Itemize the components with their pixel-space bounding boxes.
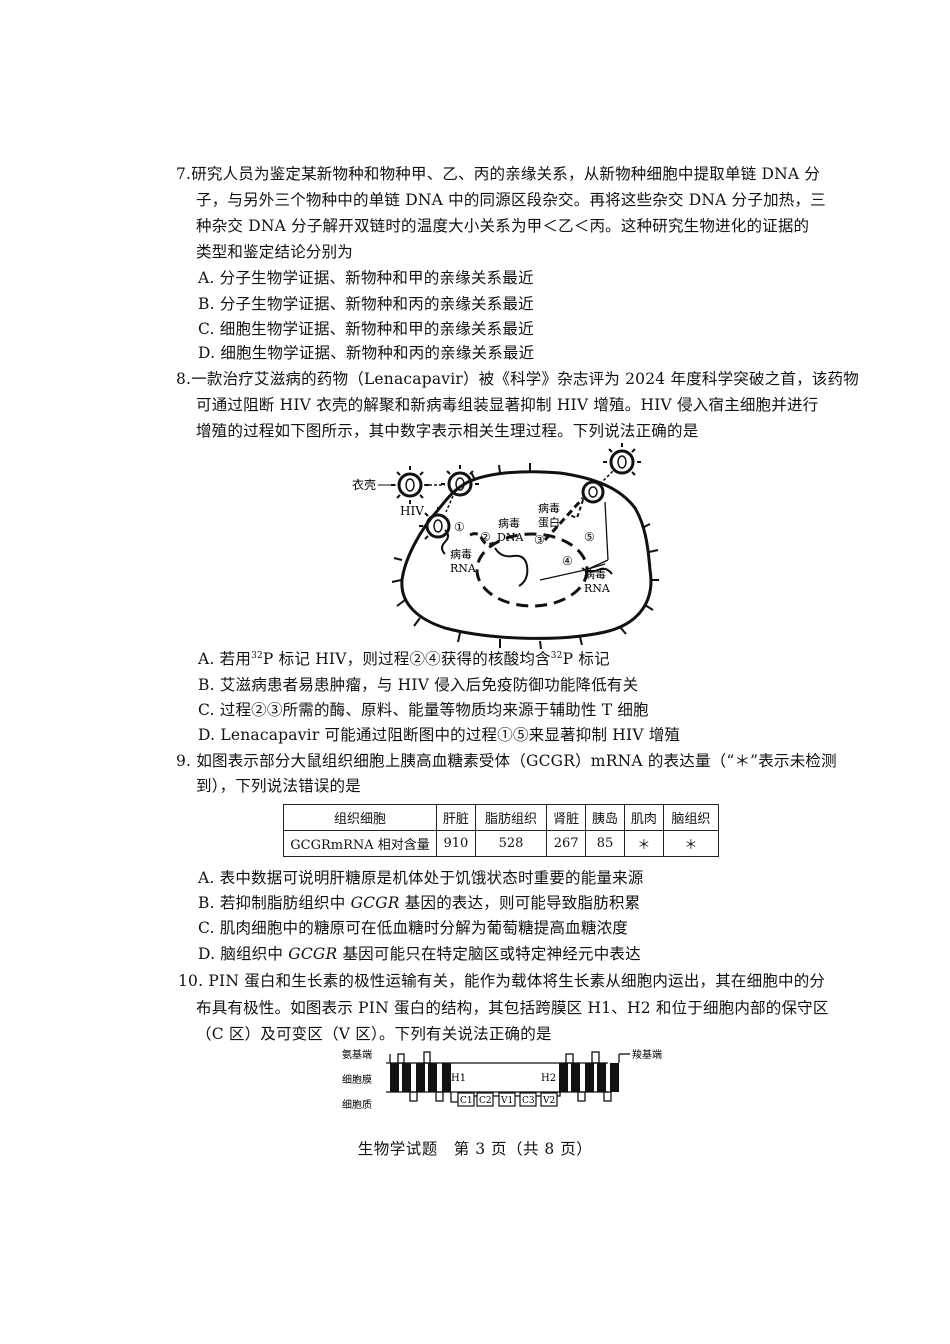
cytoplasmic-region-boxes [457,1092,558,1107]
q7-option-b: B. 分子生物学证据、新物种和丙的亲缘关系最近 [198,295,534,313]
hiv-particle-icon [603,443,641,476]
q8-option-c: C. 过程②③所需的酶、原料、能量等物质均来源于辅助性 T 细胞 [198,701,649,719]
table-cell: ＊ [662,830,720,857]
table-header-cell: 肝脏 [436,804,476,831]
hiv-replication-figure: 衣壳 HIV ① ② ③ ④ ⑤ 病毒 RNA 病毒 DNA 病毒 蛋白 病毒 … [352,443,659,650]
q9-option-d-part-2: 基因可能只在特定脑区或特定神经元中表达 [337,945,641,963]
host-cell-membrane [400,470,653,640]
hiv-label: HIV [400,504,424,518]
table-header-cell: 脂肪组织 [474,804,548,831]
q8-option-a-superscript-2: 32 [550,651,563,661]
q9-option-b-gene: GCGR [350,894,400,912]
c-terminus-label: 羧基端 [632,1048,662,1061]
q9-option-d: D. 脑组织中 GCGR 基因可能只在特定脑区或特定神经元中表达 [198,944,641,964]
gcgr-expression-table: 组织细胞 肝脏 脂肪组织 肾脏 胰岛 肌肉 脑组织 GCGRmRNA 相对含量 … [283,804,720,857]
q8-line-3: 增殖的过程如下图所示，其中数字表示相关生理过程。下列说法正确的是 [196,422,699,440]
table-header-cell: 胰岛 [585,804,625,831]
q8-option-a-part-1: A. 若用 [198,650,252,668]
step-4-label: ④ [562,554,573,568]
region-c3-label: C3 [522,1096,535,1106]
q7-option-d: D. 细胞生物学证据、新物种和丙的亲缘关系最近 [198,344,535,362]
table-cell: 528 [474,830,548,857]
q8-option-d: D. Lenacapavir 可能通过阻断图中的过程①⑤来显著抑制 HIV 增殖 [198,726,681,744]
membrane-label: 细胞膜 [342,1073,372,1086]
h2-label: H2 [541,1073,556,1084]
transmembrane-helices-left [390,1063,451,1092]
q7-line-4: 类型和鉴定结论分别为 [196,243,354,261]
page-footer: 生物学试题 第 3 页（共 8 页） [357,1140,593,1158]
q7-option-c: C. 细胞生物学证据、新物种和甲的亲缘关系最近 [198,320,534,338]
q9-option-b-part-1: B. 若抑制脂肪组织中 [198,894,351,912]
q7-line-2: 子，与另外三个物种中的单链 DNA 中的同源区段杂交。再将这些杂交 DNA 分子… [196,191,826,209]
viral-protein-label-line-2: 蛋白 [538,515,560,529]
q8-option-a: A. 若用32P 标记 HIV，则过程②④获得的核酸均含32P 标记 [198,649,610,669]
capsid-label: 衣壳 [352,477,376,492]
q10-line-2: 布具有极性。如图表示 PIN 蛋白的结构，其包括跨膜区 H1、H2 和位于细胞内… [196,999,829,1017]
table-header-cell: 肾脏 [546,804,587,831]
table-cell: ＊ [623,830,664,857]
n-terminus-label: 氨基端 [342,1048,372,1061]
region-v1-label: V1 [500,1096,513,1106]
q7-line-3: 种杂交 DNA 分子解开双链时的温度大小关系为甲＜乙＜丙。这种研究生物进化的证据… [196,217,810,235]
q7-option-a: A. 分子生物学证据、新物种和甲的亲缘关系最近 [198,269,534,287]
q9-option-a: A. 表中数据可说明肝糖原是机体处于饥饿状态时重要的能量来源 [198,869,644,887]
viral-rna-label-2-line-2: RNA [584,582,611,595]
viral-rna-label-1-line-2: RNA [450,562,477,575]
q8-option-b: B. 艾滋病患者易患肿瘤，与 HIV 侵入后免疫防御功能降低有关 [198,676,639,694]
region-v2-label: V2 [542,1096,555,1106]
viral-protein-label-line-1: 病毒 [538,501,560,515]
h1-label: H1 [451,1073,466,1084]
membrane-spikes [391,463,659,650]
table-cell: 910 [436,830,476,857]
table-header-cell: 肌肉 [623,804,664,831]
q9-option-d-gene: GCGR [288,945,338,963]
q8-option-a-superscript-1: 32 [251,651,263,661]
viral-dna-label-line-2: DNA [497,531,524,544]
step-1-label: ① [454,520,465,534]
cytoplasm-label: 细胞质 [342,1098,372,1111]
region-c2-label: C2 [479,1096,492,1106]
table-cell: 85 [585,830,625,857]
table-row: GCGRmRNA 相对含量 910 528 267 85 ＊ ＊ [283,830,720,857]
viral-rna-label-1-line-1: 病毒 [450,547,472,561]
q9-option-d-part-1: D. 脑组织中 [198,945,289,963]
table-header-cell: 脑组织 [662,804,720,831]
extracellular-loops [397,1051,612,1102]
q8-option-a-part-3: P 标记 [562,650,610,668]
pin-protein-figure: C1 C2 V1 C3 V2 H1 H2 氨基端 细胞膜 细胞质 羧基端 [342,1048,662,1111]
q8-line-2: 可通过阻断 HIV 衣壳的解聚和新病毒组装显著抑制 HIV 增殖。HIV 侵入宿… [196,396,819,414]
table-cell: GCGRmRNA 相对含量 [283,830,437,857]
hiv-particle-icon [419,507,451,540]
viral-rna-label-2-line-1: 病毒 [584,567,606,581]
table-header-row: 组织细胞 肝脏 脂肪组织 肾脏 胰岛 肌肉 脑组织 [283,804,720,831]
q9-option-c: C. 肌肉细胞中的糖原可在低血糖时分解为葡萄糖提高血糖浓度 [198,919,628,937]
viral-dna-label-line-1: 病毒 [498,516,520,530]
q9-option-b: B. 若抑制脂肪组织中 GCGR 基因的表达，则可能导致脂肪积累 [198,893,640,913]
table-header-cell: 组织细胞 [283,804,437,831]
q9-option-b-part-2: 基因的表达，则可能导致脂肪积累 [399,894,641,912]
q10-line-1: 10. PIN 蛋白和生长素的极性运输有关，能作为载体将生长素从细胞内运出，其在… [178,972,826,990]
hiv-particle-icon [441,465,479,497]
q9-line-2: 到），下列说法错误的是 [196,777,361,795]
transmembrane-helices-right [559,1063,619,1092]
region-c1-label: C1 [460,1096,473,1106]
q10-line-3: （C 区）及可变区（V 区）。下列有关说法正确的是 [196,1025,552,1043]
q8-option-a-part-2: P 标记 HIV，则过程②④获得的核酸均含 [262,650,551,668]
hiv-particle-icon [581,480,605,504]
hiv-particle-icon [391,466,429,504]
step-2-label: ② [480,530,491,544]
step-3-label: ③ [534,533,545,547]
step-5-label: ⑤ [584,530,595,544]
q8-line-1: 8.一款治疗艾滋病的药物（Lenacapavir）被《科学》杂志评为 2024 … [176,370,859,388]
table-cell: 267 [546,830,587,857]
q7-line-1: 7.研究人员为鉴定某新物种和物种甲、乙、丙的亲缘关系，从新物种细胞中提取单链 D… [176,165,821,183]
q9-line-1: 9. 如图表示部分大鼠组织细胞上胰高血糖素受体（GCGR）mRNA 的表达量（“… [176,752,837,770]
